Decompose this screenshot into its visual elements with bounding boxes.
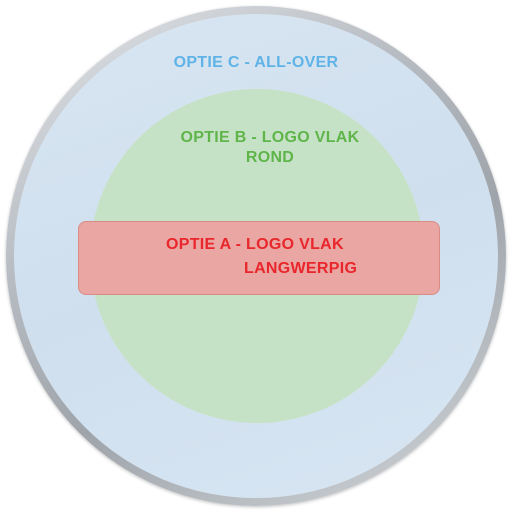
option-b-label: OPTIE B - LOGO VLAK ROND [140, 128, 400, 168]
option-a-label-line1: OPTIE A - LOGO VLAK [166, 236, 344, 253]
option-b-label-line2: ROND [245, 149, 295, 166]
option-b-label-line1: OPTIE B - LOGO VLAK [180, 129, 360, 146]
option-a-label: OPTIE A - LOGO VLAK LANGWERPIG [140, 233, 400, 281]
option-a-label-line2: LANGWERPIG [244, 260, 358, 277]
option-c-label: OPTIE C - ALL-OVER [173, 54, 339, 71]
option-a-area [78, 221, 440, 295]
